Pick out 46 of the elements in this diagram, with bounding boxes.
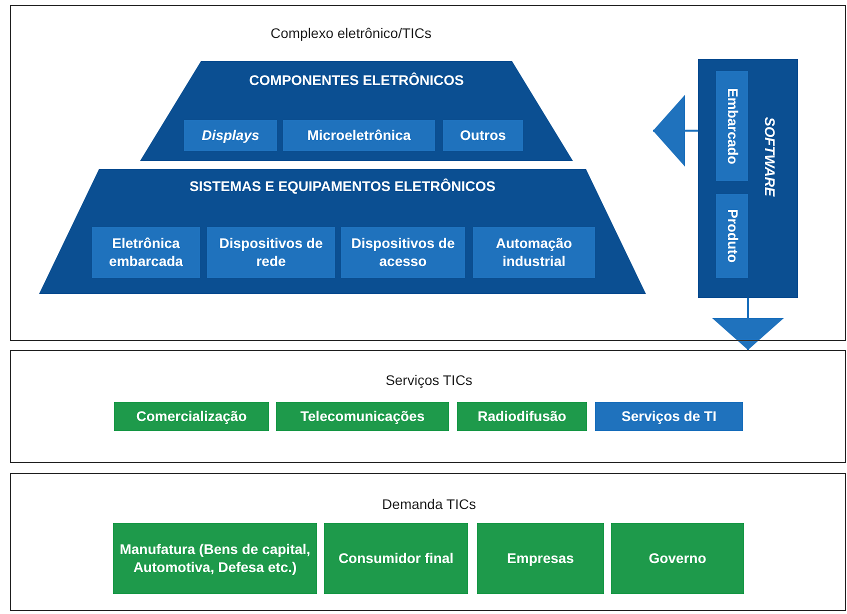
category-label: Automação industrial <box>494 235 574 270</box>
category-label: Manufatura (Bens de capital, Automotiva, Defesa etc.) <box>118 541 312 576</box>
software-column <box>698 59 798 298</box>
section-panel <box>10 473 846 611</box>
category-box <box>611 523 744 594</box>
category-box <box>457 402 587 431</box>
chevron-arrow <box>653 94 698 167</box>
category-label: Dispositivos de rede <box>218 235 324 270</box>
category-label: Telecomunicações <box>300 408 425 426</box>
category-label: Dispositivos de acesso <box>350 235 456 270</box>
category-box <box>477 523 604 594</box>
category-label: Comercialização <box>136 408 247 426</box>
category-label: Serviços de TI <box>622 408 716 426</box>
category-label: Consumidor final <box>338 550 454 568</box>
column-heading: SOFTWARE <box>762 117 778 196</box>
category-box <box>207 227 335 278</box>
category-label: Radiodifusão <box>478 408 566 426</box>
category-box <box>595 402 743 431</box>
section-panel <box>10 5 846 341</box>
category-label: Microeletrônica <box>307 126 411 144</box>
category-box <box>341 227 465 278</box>
category-box <box>276 402 449 431</box>
category-label: Outros <box>460 126 506 144</box>
panel-title: Serviços TICs <box>384 372 474 388</box>
category-label: Governo <box>648 550 706 568</box>
category-label: Empresas <box>507 550 574 568</box>
category-box <box>473 227 595 278</box>
section-panel <box>10 350 846 463</box>
category-box <box>283 120 435 151</box>
category-label: Eletrônica embarcada <box>108 235 184 270</box>
panel-title: Complexo eletrônico/TICs <box>269 25 433 41</box>
category-label: Embarcado <box>724 88 741 164</box>
category-box <box>716 194 748 278</box>
chevron-arrow <box>712 298 784 350</box>
category-box <box>114 402 269 431</box>
category-label: Produto <box>724 209 741 263</box>
category-label: Displays <box>202 126 260 144</box>
category-box <box>184 120 277 151</box>
panel-title: Demanda TICs <box>381 496 477 512</box>
tier-heading: COMPONENTES ELETRÔNICOS <box>248 71 465 90</box>
tier-heading: SISTEMAS E EQUIPAMENTOS ELETRÔNICOS <box>188 177 496 196</box>
category-box <box>324 523 468 594</box>
category-box <box>92 227 200 278</box>
category-box <box>716 71 748 181</box>
category-box <box>443 120 523 151</box>
category-box <box>113 523 317 594</box>
